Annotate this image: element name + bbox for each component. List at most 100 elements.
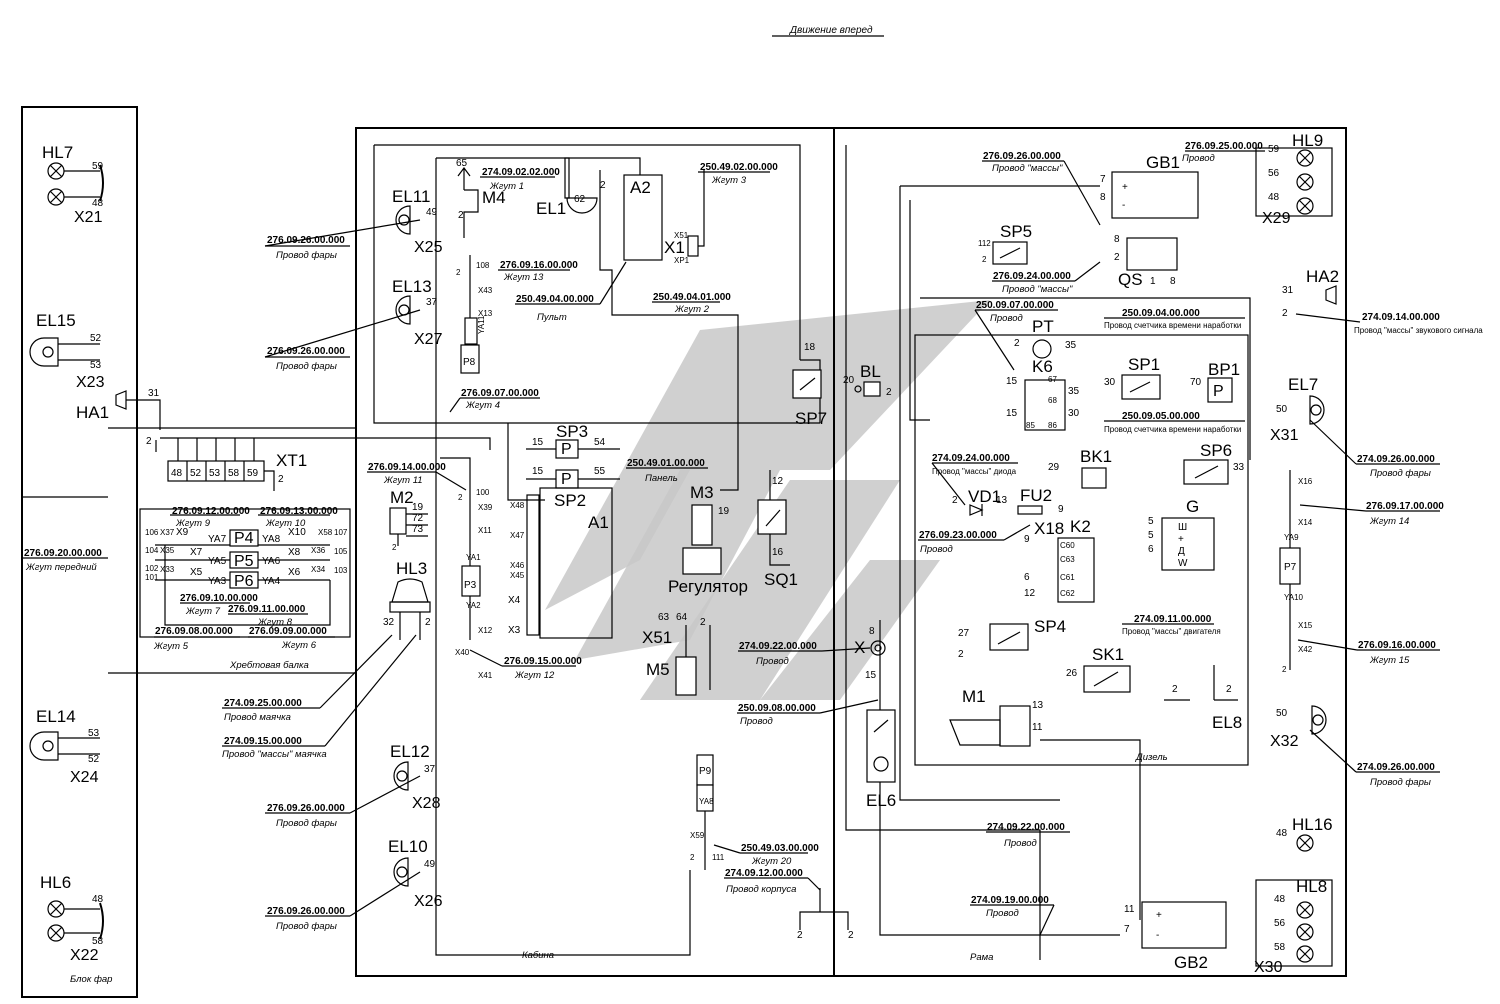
svg-text:64: 64 (676, 612, 688, 623)
svg-text:103: 103 (334, 566, 348, 575)
svg-text:SP5: SP5 (1000, 222, 1032, 241)
svg-text:104: 104 (145, 546, 159, 555)
svg-text:PT: PT (1032, 317, 1054, 336)
svg-text:274.09.19.00.000: 274.09.19.00.000 (971, 895, 1049, 906)
svg-text:QS: QS (1118, 270, 1143, 289)
svg-text:X30: X30 (1254, 959, 1283, 976)
svg-text:HL16: HL16 (1292, 815, 1333, 834)
svg-text:X25: X25 (414, 239, 443, 256)
starter-m1: M1 13 11 (949, 687, 1044, 747)
svg-text:P8: P8 (463, 357, 476, 368)
svg-text:YA5: YA5 (208, 556, 227, 567)
svg-text:GB1: GB1 (1146, 153, 1180, 172)
svg-text:2: 2 (1172, 684, 1178, 695)
relay-k2: K2 C60 C63 C61 C62 (1057, 517, 1095, 603)
svg-text:BL: BL (860, 362, 881, 381)
svg-text:X48: X48 (510, 501, 525, 510)
battery-plus: + (1156, 910, 1162, 921)
svg-text:SP2: SP2 (554, 491, 586, 510)
svg-text:31: 31 (1282, 285, 1294, 296)
lamp-el14: EL14 53 52 X24 (29, 707, 100, 786)
svg-text:Провод: Провод (986, 908, 1019, 919)
svg-text:2: 2 (425, 617, 431, 628)
lamp-el12: EL12 37 X28 (390, 742, 441, 812)
svg-text:31: 31 (148, 388, 160, 399)
svg-text:Жгут 5: Жгут 5 (153, 641, 189, 652)
svg-text:68: 68 (1048, 396, 1057, 405)
svg-text:Провод счетчика времени нарабо: Провод счетчика времени наработки (1104, 425, 1241, 434)
svg-text:EL13: EL13 (392, 277, 432, 296)
svg-text:250.49.04.01.000: 250.49.04.01.000 (653, 292, 731, 303)
svg-text:63: 63 (658, 612, 670, 623)
svg-text:2: 2 (1226, 684, 1232, 695)
svg-text:Провод: Провод (1182, 153, 1215, 164)
svg-text:X46: X46 (510, 561, 525, 570)
svg-text:30: 30 (1104, 377, 1116, 388)
relay-p3: P3 X12 X11 X39 X40 X41 YA1 YA2 100 2 (455, 488, 493, 680)
svg-text:K2: K2 (1070, 517, 1091, 536)
svg-text:X51: X51 (642, 628, 672, 647)
svg-text:K6: K6 (1032, 357, 1053, 376)
svg-text:Провод "массы": Провод "массы" (1002, 284, 1073, 295)
svg-text:12: 12 (772, 476, 784, 487)
svg-text:X35: X35 (160, 546, 175, 555)
svg-text:C63: C63 (1060, 555, 1075, 564)
svg-text:Регулятор: Регулятор (668, 577, 748, 596)
svg-text:276.09.09.00.000: 276.09.09.00.000 (249, 626, 327, 637)
svg-text:6: 6 (1024, 572, 1030, 583)
svg-text:HL8: HL8 (1296, 877, 1327, 896)
svg-text:276.09.26.00.000: 276.09.26.00.000 (267, 803, 345, 814)
svg-text:X18: X18 (1034, 519, 1064, 538)
svg-text:274.09.26.00.000: 274.09.26.00.000 (1357, 454, 1435, 465)
svg-text:X32: X32 (1270, 733, 1299, 750)
svg-text:58: 58 (1274, 942, 1286, 953)
svg-text:2: 2 (700, 617, 706, 628)
svg-text:274.09.11.00.000: 274.09.11.00.000 (1134, 614, 1212, 625)
svg-text:111: 111 (712, 853, 725, 862)
svg-text:HL9: HL9 (1292, 131, 1323, 150)
svg-text:50: 50 (1276, 708, 1288, 719)
svg-text:276.09.26.00.000: 276.09.26.00.000 (267, 346, 345, 357)
connector-x18: X18 9 6 12 (1024, 519, 1064, 599)
svg-text:52: 52 (88, 754, 100, 765)
relay-p9: P9 YA8 X59 2 111 (690, 754, 725, 870)
svg-text:X47: X47 (510, 531, 525, 540)
svg-text:Провод счетчика времени нарабо: Провод счетчика времени наработки (1104, 321, 1241, 330)
svg-text:5: 5 (1148, 530, 1154, 541)
svg-text:Провод: Провод (740, 716, 773, 727)
svg-text:15: 15 (532, 466, 544, 477)
svg-text:X21: X21 (74, 209, 103, 226)
svg-text:Жгут 13: Жгут 13 (503, 272, 544, 283)
svg-text:SK1: SK1 (1092, 645, 1124, 664)
svg-text:59: 59 (247, 468, 259, 479)
svg-text:BP1: BP1 (1208, 360, 1240, 379)
svg-text:2: 2 (278, 474, 284, 485)
svg-text:11: 11 (1124, 904, 1135, 915)
svg-text:2: 2 (690, 853, 695, 862)
svg-text:C60: C60 (1060, 541, 1075, 550)
svg-text:276.09.07.00.000: 276.09.07.00.000 (461, 388, 539, 399)
svg-text:108: 108 (476, 261, 490, 270)
svg-text:EL8: EL8 (1212, 713, 1242, 732)
svg-text:P9: P9 (699, 766, 712, 777)
svg-text:50: 50 (1276, 404, 1288, 415)
svg-text:53: 53 (209, 468, 221, 479)
svg-text:Д: Д (1178, 546, 1185, 557)
svg-text:65: 65 (456, 158, 468, 169)
svg-text:2: 2 (982, 255, 987, 264)
svg-text:P: P (1213, 383, 1224, 400)
svg-text:Провод маячка: Провод маячка (224, 712, 291, 723)
svg-text:102: 102 (145, 564, 159, 573)
svg-text:X6: X6 (288, 567, 301, 578)
svg-text:C62: C62 (1060, 589, 1075, 598)
